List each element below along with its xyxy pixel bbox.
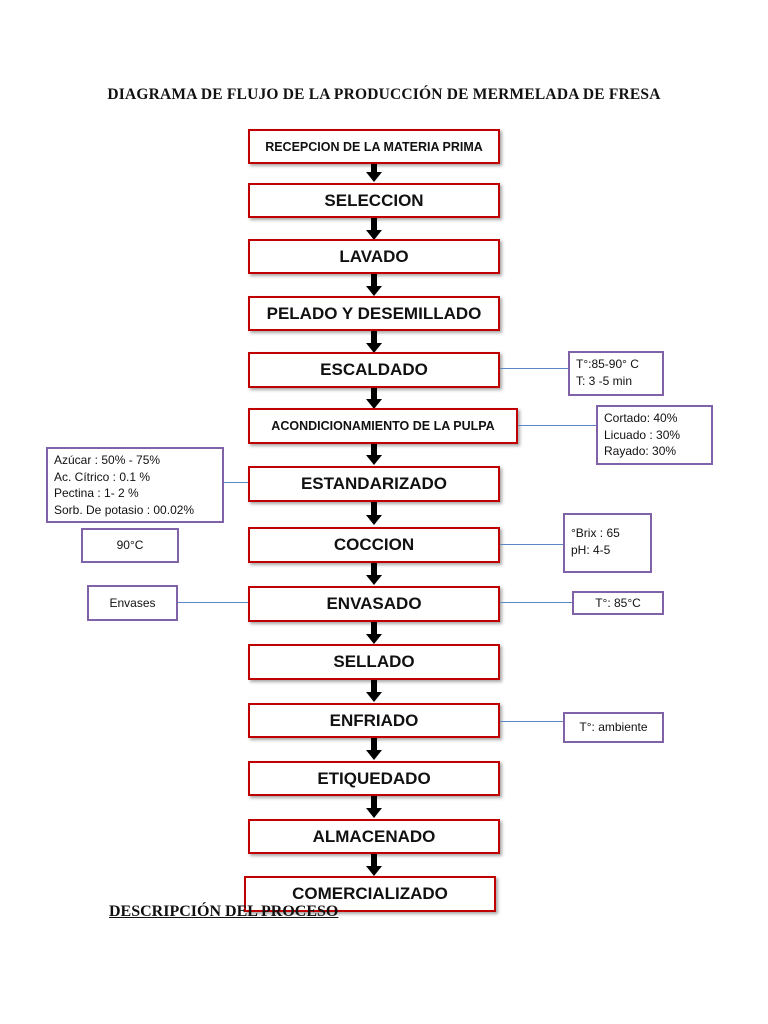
note-coccion: °Brix : 65 pH: 4-5 <box>563 513 652 573</box>
step-almacenado: ALMACENADO <box>248 819 500 854</box>
note-estandarizado-line: Sorb. De potasio : 00.02% <box>54 502 195 517</box>
step-comercializado: COMERCIALIZADO <box>244 876 496 912</box>
arrow-8 <box>366 563 382 585</box>
step-pelado: PELADO Y DESEMILLADO <box>248 296 500 331</box>
note-escaldado-line: T: 3 -5 min <box>576 373 633 388</box>
arrow-11 <box>366 738 382 760</box>
arrow-5 <box>366 388 382 409</box>
note-envasado: T°: 85°C <box>572 591 664 615</box>
arrow-1 <box>366 164 382 182</box>
connector-coccion <box>500 544 563 545</box>
step-sellado: SELLADO <box>248 644 500 680</box>
arrow-6 <box>366 444 382 465</box>
note-enfriado: T°: ambiente <box>563 712 664 743</box>
note-pulpa: Cortado: 40% Licuado : 30% Rayado: 30% <box>596 405 713 465</box>
note-pulpa-line: Cortado: 40% <box>604 411 678 425</box>
step-lavado: LAVADO <box>248 239 500 274</box>
note-pulpa-line: Licuado : 30% <box>604 427 681 442</box>
connector-envases <box>178 602 248 603</box>
connector-estandarizado <box>224 482 248 483</box>
connector-envasado <box>500 602 572 603</box>
note-estandarizado-line: Ac. Cítrico : 0.1 % <box>54 469 151 484</box>
connector-enfriado <box>500 721 563 722</box>
note-escaldado: T°:85-90° C T: 3 -5 min <box>568 351 664 396</box>
step-estandarizado: ESTANDARIZADO <box>248 466 500 502</box>
arrow-13 <box>366 854 382 876</box>
note-coccion-line: °Brix : 65 <box>571 526 620 540</box>
step-envasado: ENVASADO <box>248 586 500 622</box>
arrow-2 <box>366 218 382 240</box>
note-estandarizado-line: Pectina : 1- 2 % <box>54 486 139 500</box>
arrow-3 <box>366 274 382 296</box>
note-envases: Envases <box>87 585 178 621</box>
step-acondicionamiento: ACONDICIONAMIENTO DE LA PULPA <box>248 408 518 444</box>
note-pulpa-line: Rayado: 30% <box>604 444 677 458</box>
diagram-title: DIAGRAMA DE FLUJO DE LA PRODUCCIÓN DE ME… <box>107 86 661 103</box>
step-seleccion: SELECCION <box>248 183 500 218</box>
arrow-9 <box>366 622 382 644</box>
section-subtitle: DESCRIPCIÓN DEL PROCESO <box>109 903 339 920</box>
arrow-4 <box>366 331 382 353</box>
step-enfriado: ENFRIADO <box>248 703 500 738</box>
note-estandarizado-line: Azúcar : 50% - 75% <box>54 453 161 467</box>
step-etiquedado: ETIQUEDADO <box>248 761 500 796</box>
note-estandarizado: Azúcar : 50% - 75% Ac. Cítrico : 0.1 % P… <box>46 447 224 523</box>
step-escaldado: ESCALDADO <box>248 352 500 388</box>
arrow-12 <box>366 796 382 818</box>
note-escaldado-line: T°:85-90° C <box>576 357 639 371</box>
step-recepcion: RECEPCION DE LA MATERIA PRIMA <box>248 129 500 164</box>
arrow-10 <box>366 680 382 702</box>
arrow-7 <box>366 502 382 525</box>
note-coccion-line: pH: 4-5 <box>571 542 611 557</box>
connector-escaldado <box>500 368 568 369</box>
step-coccion: COCCION <box>248 527 500 563</box>
connector-pulpa <box>518 425 596 426</box>
note-coccion-temp: 90°C <box>81 528 179 563</box>
